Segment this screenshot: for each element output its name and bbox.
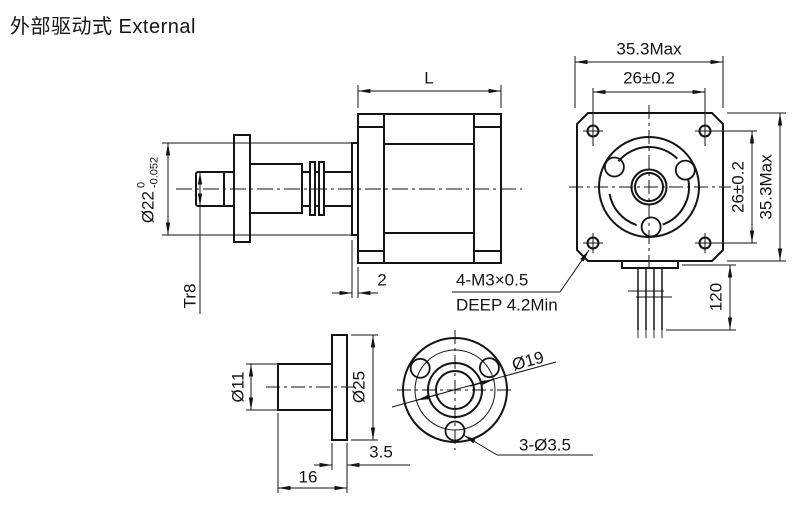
note-flange-holes: 3-Ø3.5	[519, 435, 571, 455]
dim-label-width-max: 35.3Max	[616, 39, 682, 59]
front-view-drawing	[577, 113, 723, 268]
dim-label-boss-thickness: 2	[377, 270, 387, 290]
nut-side-dimensions	[246, 335, 410, 493]
dim-label-bolt-spacing-v: 26±0.2	[728, 161, 748, 213]
nut-face-dimensions	[392, 362, 593, 455]
front-view-dimensions	[575, 56, 786, 330]
dim-label-flange-thickness: 3.5	[369, 442, 393, 462]
wire-connector	[622, 261, 678, 268]
nut-hole-right	[480, 358, 499, 377]
dim-label-nut-body-diameter: Ø11	[228, 371, 248, 403]
front-view-centerlines	[569, 105, 731, 269]
dim-label-motor-length: L	[424, 68, 434, 88]
note-mounting-holes-line2: DEEP 4.2Min	[456, 295, 558, 315]
nut-hole-left	[411, 359, 430, 378]
side-view-dimensions	[162, 85, 589, 314]
note-mounting-holes-line1: 4-M3×0.5	[456, 270, 529, 290]
dim-label-flange-diameter: Ø25	[349, 370, 369, 404]
page-title: 外部驱动式 External	[10, 16, 196, 38]
dim-label-nut-total-length: 16	[298, 467, 318, 487]
dim-label-wire-length: 120	[706, 282, 726, 312]
flange-hole-bottom	[642, 217, 661, 236]
bolt-circle-arc-right	[663, 179, 689, 225]
dim-label-bolt-spacing-h: 26±0.2	[623, 68, 675, 88]
flange-hole-right	[676, 161, 695, 180]
motor-face-square	[577, 113, 723, 261]
motor-wires	[628, 268, 672, 338]
bolt-circle-arc-top	[618, 147, 677, 161]
bolt-circle-arc-left	[610, 194, 637, 225]
dim-label-screw-type: Tr8	[180, 283, 200, 309]
dim-label-height-max: 35.3Max	[756, 154, 776, 220]
flange-hole-left	[605, 158, 624, 177]
